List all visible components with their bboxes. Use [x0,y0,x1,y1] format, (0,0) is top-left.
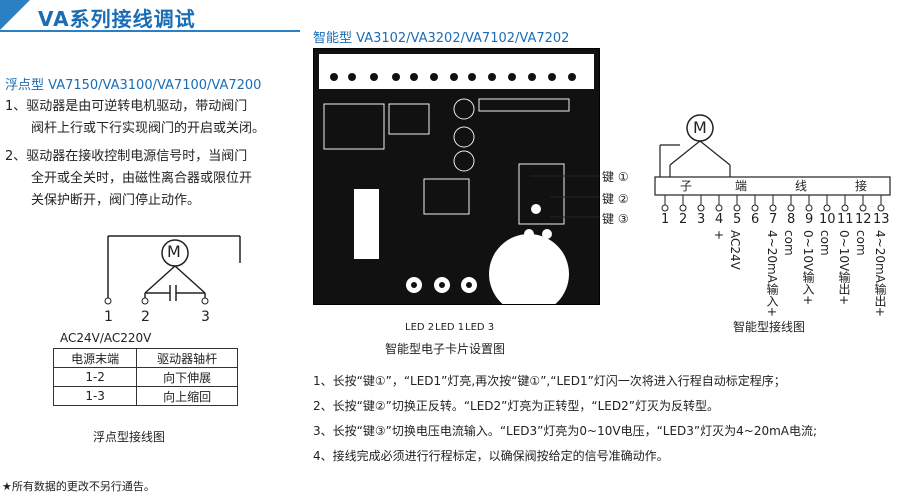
float-item-3: 2、驱动器在接收控制电源信号时，当阀门 [5,149,248,164]
float-item-1: 1、驱动器是由可逆转电机驱动，带动阀门 [5,99,248,114]
strip-label-1: 子 [680,179,693,193]
float-item-4: 全开或全关时，由磁性离合器或限位开 [31,171,253,186]
wire-num-3: 3 [697,212,706,227]
footer-note: ★所有数据的更改不另行通告。 [2,480,155,493]
float-caption: 浮点型接线图 [93,430,166,444]
table-row: 1-3 向上缩回 [52,386,238,406]
float-item-5: 关保护断开，阀门停止动作。 [31,193,201,208]
table-cell: 向下伸展 [136,367,238,387]
wire-num-1: 1 [661,212,670,227]
strip-label-4: 接 [855,179,868,193]
title-accent [0,0,30,30]
board-caption: 智能型电子卡片设置图 [385,342,506,356]
table-header-row: 电源末端 驱动器轴杆 [52,348,238,368]
strip-label-3: 线 [795,179,808,193]
wire-num-12: 12 [855,212,872,227]
page-title: VA系列接线调试 [38,7,196,31]
smart-wiring-diagram [654,114,891,212]
wire-num-7: 7 [769,212,778,227]
smart-heading: 智能型 VA3102/VA3202/VA7102/VA7202 [313,31,570,46]
led-3-label: LED 3 [465,322,495,333]
float-terminal-3: 3 [201,309,210,325]
instruction-4: 4、接线完成必须进行行程标定，以确保阀按给定的信号准确动作。 [313,449,669,463]
wire-num-6: 6 [751,212,760,227]
wire-num-11: 11 [837,212,854,227]
wire-num-5: 5 [733,212,742,227]
float-wiring-diagram [104,235,241,305]
key-1-label: 键 ① [602,170,629,184]
led-2-label: LED 2 [405,322,435,333]
wire-num-9: 9 [805,212,814,227]
vlabel-0-10v-out: 0~10V输出+ [837,230,851,306]
vlabel-ac24v: AC24V [728,230,742,270]
vlabel-4-20ma-out: 4~20mA输出+ [873,230,887,317]
vlabel-com-3: com [854,230,868,256]
vlabel-com-2: com [818,230,832,256]
float-terminal-2: 2 [141,309,150,325]
led-1-label: LED 1 [435,322,465,333]
vlabel-plus: + [712,230,726,241]
float-item-2: 阀杆上行或下行实现阀门的开启或关闭。 [31,121,266,136]
vlabel-com-1: com [782,230,796,256]
key-2-label: 键 ② [602,192,629,206]
vlabel-4-20ma-in: 4~20mA输入+ [765,230,779,317]
key-pointer-lines [530,175,600,218]
strip-label-2: 端 [735,179,748,193]
table-header-cell: 电源末端 [52,348,138,368]
table-cell: 向上缩回 [136,386,238,406]
wire-num-4: 4 [715,212,724,227]
table-header-cell: 驱动器轴杆 [136,348,238,368]
float-terminal-1: 1 [104,309,113,325]
float-heading: 浮点型 VA7150/VA3100/VA7100/VA7200 [5,78,262,93]
table-cell: 1-3 [52,386,138,406]
instruction-1: 1、长按“键①”，“LED1”灯亮,再次按“键①”,“LED1”灯闪一次将进入行… [313,374,786,388]
vlabel-0-10v-in: 0~10V输入+ [801,230,815,306]
wire-num-10: 10 [819,212,836,227]
instruction-2: 2、长按“键②”切换正反转。“LED2”灯亮为正转型，“LED2”灯灭为反转型。 [313,399,719,413]
smart-wiring-caption: 智能型接线图 [733,320,806,334]
key-3-label: 键 ③ [602,212,629,226]
wire-num-2: 2 [679,212,688,227]
smart-motor-label: M [693,118,707,137]
table-cell: 1-2 [52,367,138,387]
instruction-3: 3、长按“键③”切换电压电流输入。“LED3”灯亮为0~10V电压，“LED3”… [313,424,818,438]
wire-num-8: 8 [787,212,796,227]
wire-num-13: 13 [873,212,890,227]
table-row: 1-2 向下伸展 [52,367,238,387]
float-motor-label: M [167,242,181,261]
float-voltage-label: AC24V/AC220V [60,331,152,345]
float-wiring-table: 电源末端 驱动器轴杆 1-2 向下伸展 1-3 向上缩回 [52,348,238,406]
title-underline [0,30,300,32]
